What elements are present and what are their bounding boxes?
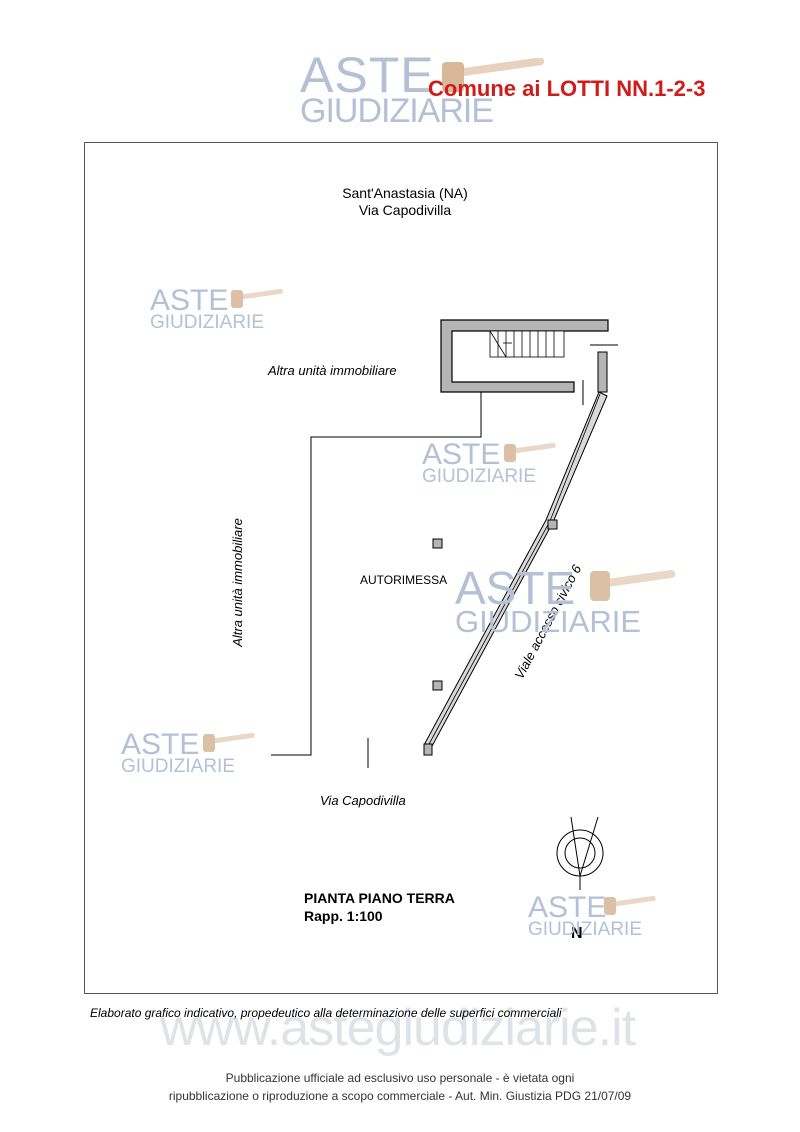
ramp-end [423, 743, 433, 756]
boundary-line [271, 392, 482, 756]
plan-title: PIANTA PIANO TERRA [304, 890, 455, 906]
gavel-icon [203, 732, 255, 752]
watermark-word: GIUDIZIARIE [422, 466, 537, 487]
watermark-word: ASTE [422, 438, 501, 471]
gavel-icon [590, 569, 676, 601]
building-wall [440, 319, 609, 393]
gavel-icon [442, 58, 545, 92]
street-label: Via Capodivilla [320, 793, 406, 808]
watermark-word: GIUDIZIARIE [455, 604, 642, 639]
drawing-frame [84, 142, 718, 994]
pier [597, 351, 608, 393]
watermark-word: ASTE [455, 562, 576, 614]
watermark-logo: ASTE GIUDIZIARIE [422, 438, 537, 487]
ramp-post [547, 519, 558, 530]
watermark-word: GIUDIZIARIE [150, 312, 265, 333]
column [432, 680, 443, 691]
north-label: N [571, 925, 583, 942]
publication-notice-line-1: Pubblicazione ufficiale ad esclusivo uso… [225, 1071, 575, 1085]
floor-plan-drawing: Viale accesso civico 6 N [271, 319, 618, 942]
watermark-logo-header: ASTE GIUDIZIARIE [300, 47, 494, 130]
garage-label: AUTORIMESSA [360, 573, 448, 587]
staircase [489, 330, 565, 358]
column [432, 538, 443, 549]
gavel-icon [604, 895, 656, 915]
watermark-logo: ASTE GIUDIZIARIE [528, 891, 643, 940]
location-line-1: Sant'Anastasia (NA) [342, 185, 468, 201]
watermark-word: ASTE [300, 47, 435, 103]
location-line-2: Via Capodivilla [358, 202, 452, 218]
other-unit-top-label: Altra unità immobiliare [268, 363, 397, 378]
watermark-word: GIUDIZIARIE [528, 919, 643, 940]
watermark-logo: ASTE GIUDIZIARIE [150, 284, 265, 333]
header-title: Comune ai LOTTI NN.1-2-3 [428, 76, 706, 101]
watermark-logo-large: ASTE GIUDIZIARIE [455, 565, 641, 637]
north-arrow-icon [556, 816, 604, 890]
watermark-word: GIUDIZIARIE [300, 92, 494, 130]
site-watermark: www.astegiudiziarie.it [160, 999, 636, 1057]
watermark-word: GIUDIZIARIE [121, 756, 236, 777]
plan-scale: Rapp. 1:100 [304, 908, 383, 924]
watermark-word: ASTE [528, 891, 607, 924]
publication-notice-line-2: ripubblicazione o riproduzione a scopo c… [168, 1089, 632, 1103]
watermark-word: ASTE [150, 284, 229, 317]
watermark-word: ASTE [121, 728, 200, 761]
footer-note: Elaborato grafico indicativo, propedeuti… [90, 1006, 562, 1020]
gavel-icon [231, 288, 283, 308]
watermark-logo: ASTE GIUDIZIARIE [121, 728, 236, 777]
gavel-icon [504, 442, 556, 462]
